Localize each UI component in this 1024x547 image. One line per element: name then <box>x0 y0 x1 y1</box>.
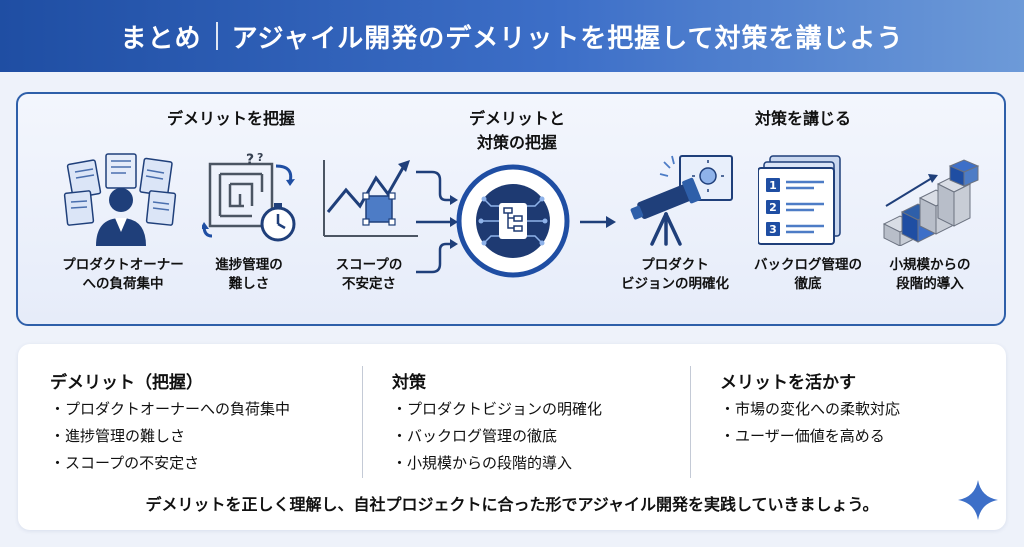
converging-arrows-icon <box>416 170 458 274</box>
output-arrow-icon <box>580 216 616 228</box>
demerit-label-3-line1: スコープの <box>335 257 403 273</box>
countermeasure-label-1-line1: プロダクト <box>641 257 709 273</box>
summary-column-2-item: ・小規模からの段階的導入 <box>392 454 573 472</box>
summary-column-3-title: メリットを活かす <box>720 373 856 393</box>
demerit-label-3-line2: 不安定さ <box>342 276 396 292</box>
summary-column-1-item: ・プロダクトオーナーへの負荷集中 <box>50 400 291 418</box>
summary-column-1-title: デメリット（把握） <box>50 373 203 393</box>
backlog-number-1: 1 <box>769 179 777 192</box>
stair-blocks-icon <box>882 159 980 246</box>
demerit-label-1-line1: プロダクトオーナー <box>62 257 184 273</box>
demerit-label-1-line2: への負荷集中 <box>82 276 164 292</box>
overloaded-person-icon <box>63 153 177 246</box>
page-header: まとめ アジャイル開発のデメリットを把握して対策を講じよう <box>0 0 1024 72</box>
demerit-group-title: デメリットを把握 <box>166 109 295 128</box>
countermeasure-label-2-line1: バックログ管理の <box>754 257 862 273</box>
unstable-scope-chart-icon <box>323 160 418 237</box>
summary-column-2-item: ・バックログ管理の徹底 <box>392 427 558 445</box>
header-separator <box>215 22 218 50</box>
countermeasure-label-1-line2: ビジョンの明確化 <box>621 276 729 292</box>
summary-column-3-item: ・ユーザー価値を高める <box>720 427 885 445</box>
header-prefix: まとめ <box>120 23 202 54</box>
backlog-list-icon: 1 2 3 <box>758 155 841 245</box>
center-title-line1: デメリットと <box>468 109 565 128</box>
column-divider <box>362 366 363 478</box>
demerit-label-2-line1: 進捗管理の <box>215 257 283 273</box>
summary-column-3-item: ・市場の変化への柔軟対応 <box>720 400 901 418</box>
summary-column-2-item: ・プロダクトビジョンの明確化 <box>392 400 603 418</box>
summary-column-1-item: ・スコープの不安定さ <box>50 454 200 472</box>
svg-text:?: ? <box>246 152 254 168</box>
telescope-icon <box>630 155 733 246</box>
summary-panel: デメリット（把握） ・プロダクトオーナーへの負荷集中 ・進捗管理の難しさ ・スコ… <box>18 344 1006 530</box>
conclusion-text: デメリットを正しく理解し、自社プロジェクトに合った形でアジャイル開発を実践してい… <box>145 495 879 514</box>
summary-column-1-item: ・進捗管理の難しさ <box>50 427 186 445</box>
maze-clock-icon: ? ? <box>202 152 296 242</box>
countermeasure-label-3-line2: 段階的導入 <box>896 276 964 292</box>
sparkle-icon <box>958 480 998 520</box>
countermeasure-group-title: 対策を講じる <box>754 109 851 128</box>
demerit-label-2-line2: 難しさ <box>228 276 270 292</box>
svg-text:?: ? <box>257 152 263 164</box>
analysis-hub-icon <box>456 164 570 278</box>
countermeasure-label-3-line1: 小規模からの <box>889 257 971 273</box>
backlog-number-2: 2 <box>769 201 777 214</box>
summary-column-2-title: 対策 <box>392 373 426 393</box>
column-divider <box>690 366 691 478</box>
backlog-number-3: 3 <box>769 223 777 236</box>
center-title-line2: 対策の把握 <box>476 133 557 152</box>
countermeasure-label-2-line2: 徹底 <box>794 276 822 292</box>
page-title: アジャイル開発のデメリットを把握して対策を講じよう <box>231 23 904 54</box>
diagram-panel: デメリットを把握 デメリットと 対策の把握 対策を講じる プロダクトオーナー へ… <box>16 92 1006 326</box>
